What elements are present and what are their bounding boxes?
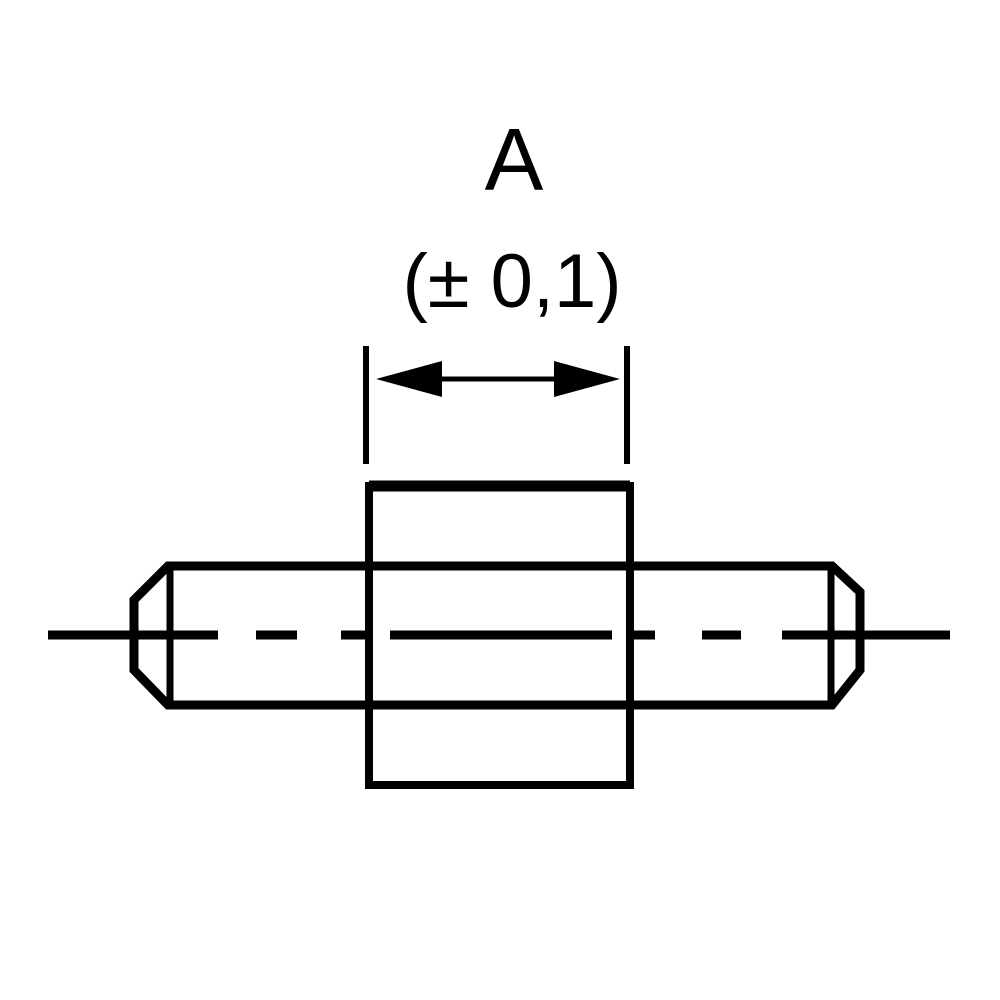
arrowhead-left-icon	[376, 361, 442, 397]
dimension-line	[363, 346, 630, 464]
arrowhead-right-icon	[554, 361, 620, 397]
tolerance-label: (± 0,1)	[402, 239, 621, 324]
dimension-label: A	[485, 110, 544, 209]
